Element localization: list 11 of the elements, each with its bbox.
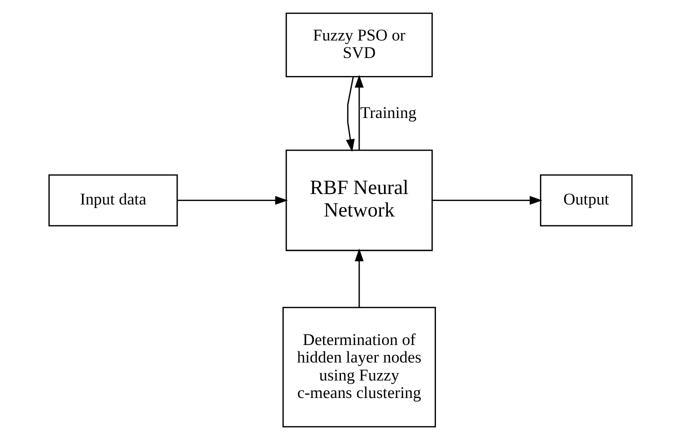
arrow [432, 196, 542, 205]
node-box: Fuzzy PSO or SVD [285, 12, 432, 78]
arrow [176, 196, 288, 205]
node-box: Input data [48, 174, 178, 226]
edge-label: Training [360, 102, 416, 122]
arrow [345, 76, 354, 152]
node-box: Determination of hidden layer nodes using Fuzzy c-means clustering [282, 306, 436, 428]
arrow [354, 248, 364, 308]
node-box: Output [539, 174, 632, 226]
node-box: RBF Neural Network [285, 150, 432, 252]
arrow [354, 74, 364, 150]
